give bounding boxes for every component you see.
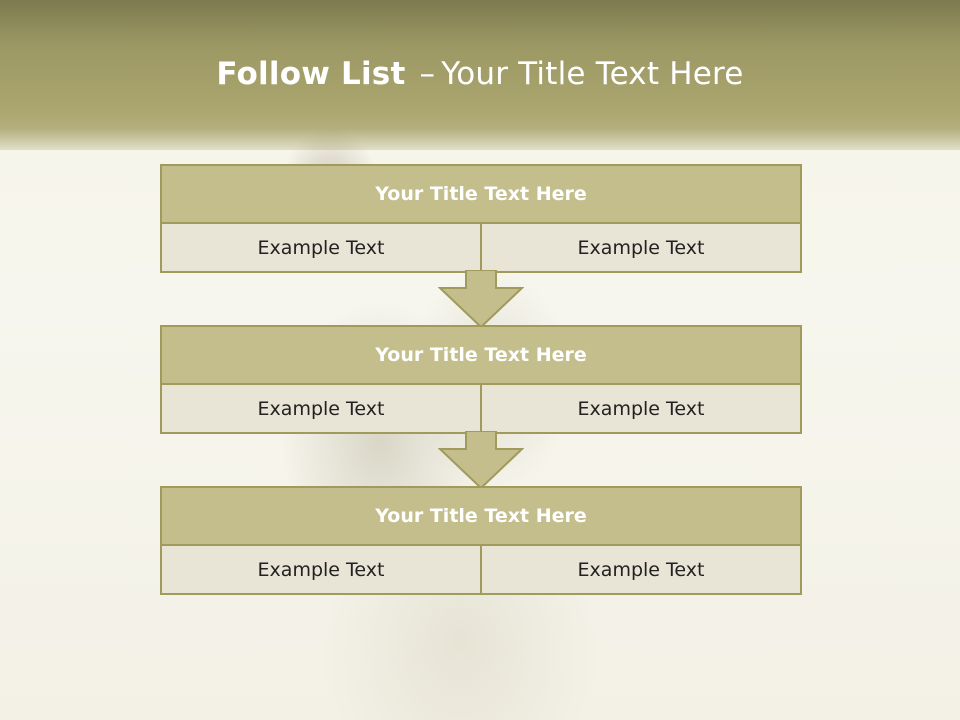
block-cell-left: Example Text <box>257 558 385 581</box>
list-block-1: Your Title Text Here Example Text Exampl… <box>160 164 802 273</box>
down-arrow-icon <box>438 431 524 489</box>
title-rest: Your Title Text Here <box>441 56 744 92</box>
block-title: Your Title Text Here <box>162 166 800 224</box>
list-block-2: Your Title Text Here Example Text Exampl… <box>160 325 802 434</box>
block-cell-right: Example Text <box>480 224 800 271</box>
block-cell-right: Example Text <box>480 546 800 593</box>
list-block-3: Your Title Text Here Example Text Exampl… <box>160 486 802 595</box>
block-title: Your Title Text Here <box>162 488 800 546</box>
block-row: Example Text Example Text <box>162 224 800 271</box>
block-cell-left: Example Text <box>257 397 385 420</box>
block-row: Example Text Example Text <box>162 546 800 593</box>
slide-title: Follow List–Your Title Text Here <box>0 56 960 92</box>
title-bold: Follow List <box>216 56 406 92</box>
block-title: Your Title Text Here <box>162 327 800 385</box>
down-arrow-icon <box>438 270 524 328</box>
block-cell-right: Example Text <box>480 385 800 432</box>
header-band <box>0 0 960 150</box>
block-cell-left: Example Text <box>257 236 385 259</box>
title-dash: – <box>419 56 436 92</box>
block-row: Example Text Example Text <box>162 385 800 432</box>
